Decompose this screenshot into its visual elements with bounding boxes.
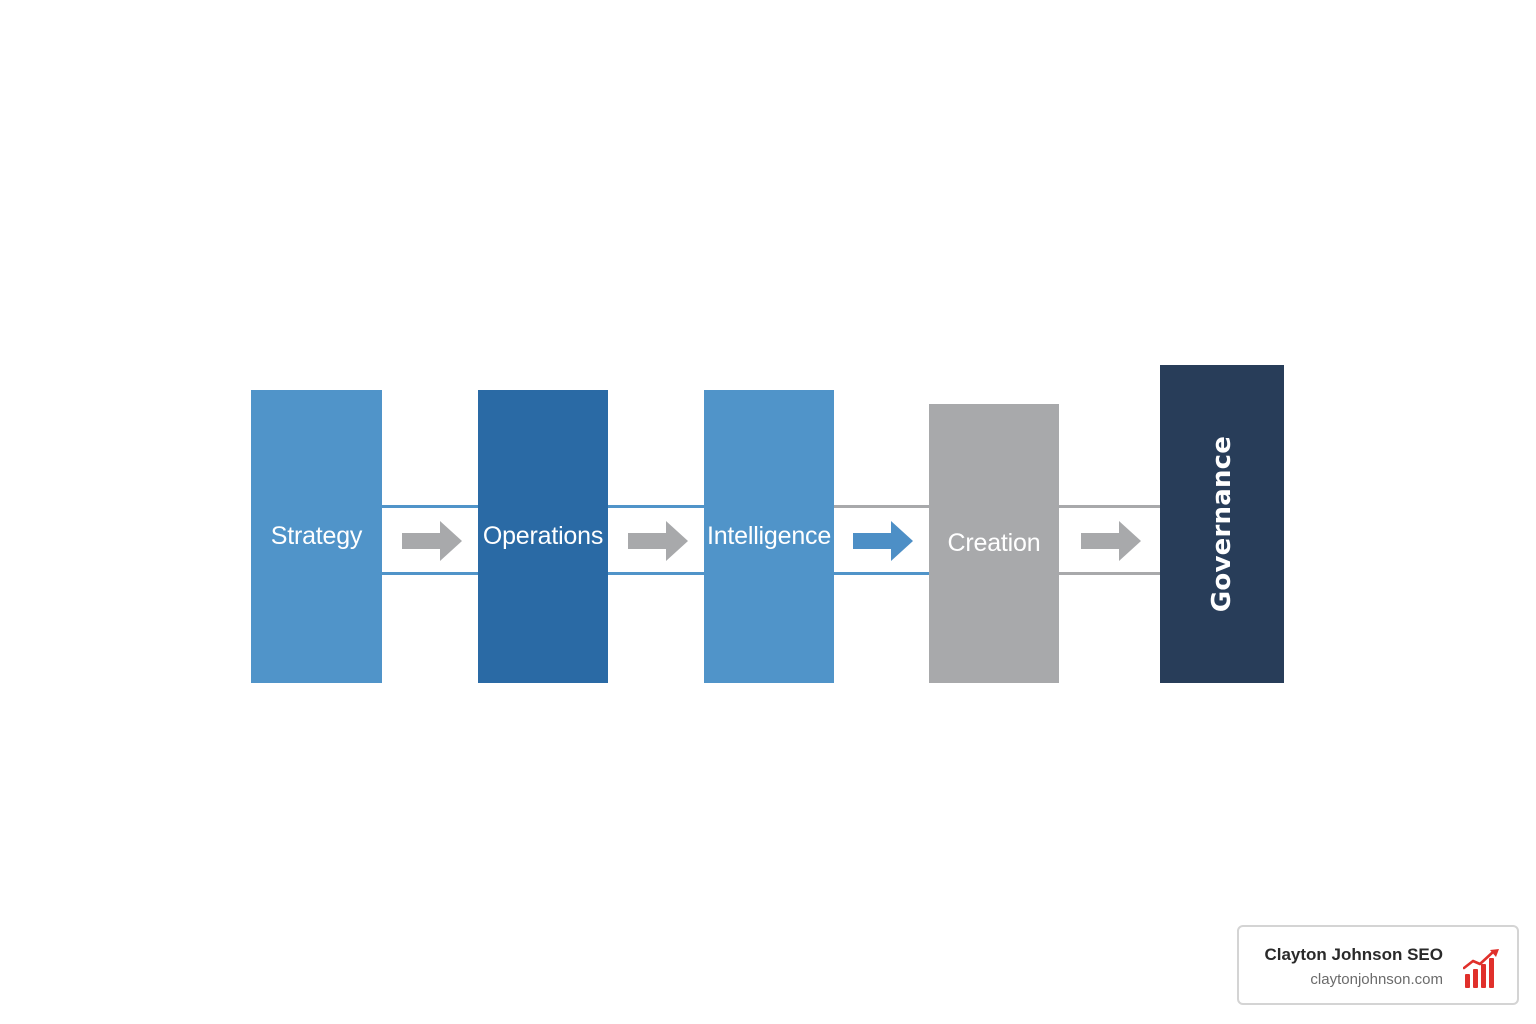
block-operations: Operations: [478, 390, 608, 683]
logo-bar-4: [1489, 958, 1494, 988]
block-governance: Governance: [1160, 365, 1284, 683]
connector-line-top-2: [608, 505, 704, 508]
block-label-creation: Creation: [947, 529, 1041, 557]
connector-line-top-1: [382, 505, 478, 508]
block-label-intelligence: Intelligence: [706, 522, 832, 550]
brand-badge[interactable]: Clayton Johnson SEO claytonjohnson.com: [1237, 925, 1519, 1005]
logo-bar-2: [1473, 969, 1478, 988]
connector-line-top-4: [1059, 505, 1161, 508]
brand-name: Clayton Johnson SEO: [1264, 945, 1443, 964]
block-creation: Creation: [929, 404, 1059, 683]
logo-trend-line: [1463, 950, 1495, 970]
logo-bar-3: [1481, 964, 1486, 988]
bar-chart-growth-icon: [1463, 949, 1499, 988]
brand-url[interactable]: claytonjohnson.com: [1310, 971, 1443, 988]
block-label-strategy: Strategy: [270, 522, 363, 550]
connector-line-bottom-3: [834, 572, 930, 575]
block-label-governance: Governance: [1207, 435, 1237, 613]
logo-trend-arrowhead: [1490, 949, 1499, 957]
connector-line-bottom-4: [1059, 572, 1161, 575]
connector-line-bottom-1: [382, 572, 478, 575]
block-strategy: Strategy: [251, 390, 382, 683]
block-intelligence: Intelligence: [704, 390, 834, 683]
arrow-right-icon: [853, 521, 913, 561]
arrow-right-icon: [628, 521, 688, 561]
connector-line-bottom-2: [608, 572, 704, 575]
connector-line-top-3: [834, 505, 930, 508]
arrow-right-icon: [1081, 521, 1141, 561]
block-label-operations: Operations: [482, 522, 604, 550]
logo-bar-1: [1465, 974, 1470, 988]
arrow-right-icon: [402, 521, 462, 561]
